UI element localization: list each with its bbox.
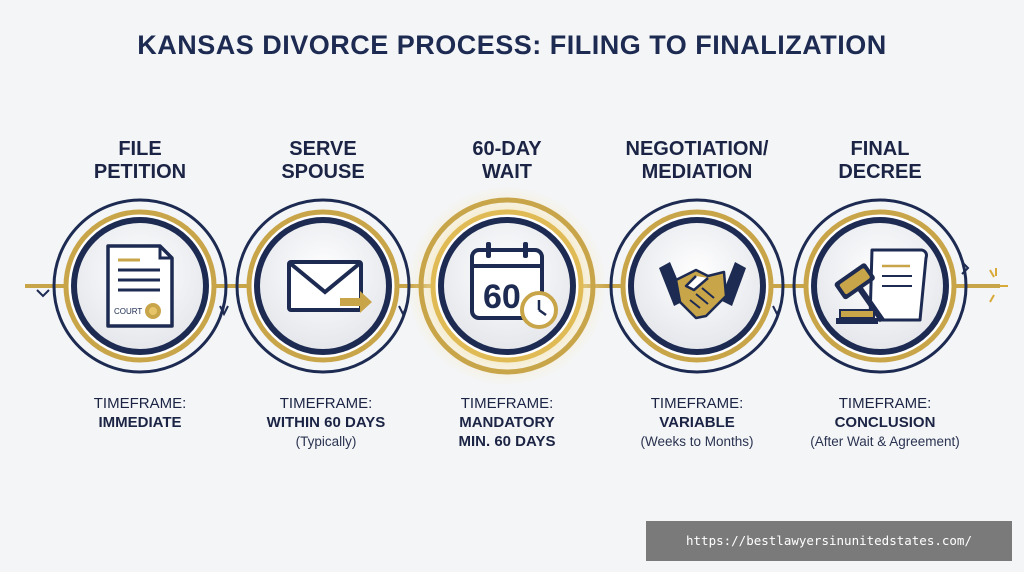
step-title-file-petition: FILE PETITION xyxy=(93,138,187,183)
step-title-serve-spouse: SERVE SPOUSE xyxy=(281,138,365,183)
court-label: COURT xyxy=(114,307,142,316)
watermark-url: https://bestlawyersinunitedstates.com/ xyxy=(646,521,1012,561)
handshake-icon xyxy=(659,262,746,320)
sparkle-icon xyxy=(989,268,1008,303)
step-title-final-decree: FINAL DECREE xyxy=(838,138,922,183)
document-icon: COURT xyxy=(106,244,174,328)
calendar-number: 60 xyxy=(483,278,521,316)
timeframe-final-decree: TIMEFRAME: CONCLUSION (After Wait & Agre… xyxy=(810,395,960,449)
page-title: KANSAS DIVORCE PROCESS: FILING TO FINALI… xyxy=(137,30,887,60)
timeframe-negotiation: TIMEFRAME: VARIABLE (Weeks to Months) xyxy=(640,395,754,449)
timeframe-file-petition: TIMEFRAME: IMMEDIATE xyxy=(93,395,187,431)
timeframe-60-day-wait: TIMEFRAME: MANDATORY MIN. 60 DAYS xyxy=(458,395,556,450)
calendar-clock-icon: 60 xyxy=(470,242,558,329)
timeframe-serve-spouse: TIMEFRAME: WITHIN 60 DAYS (Typically) xyxy=(266,395,386,449)
timeline-arrow-start xyxy=(36,289,50,298)
step-title-60-day-wait: 60-DAY WAIT xyxy=(472,138,542,183)
gavel-icon xyxy=(834,248,928,324)
step-title-negotiation: NEGOTIATION/ MEDIATION xyxy=(625,138,769,183)
envelope-icon xyxy=(287,260,372,313)
